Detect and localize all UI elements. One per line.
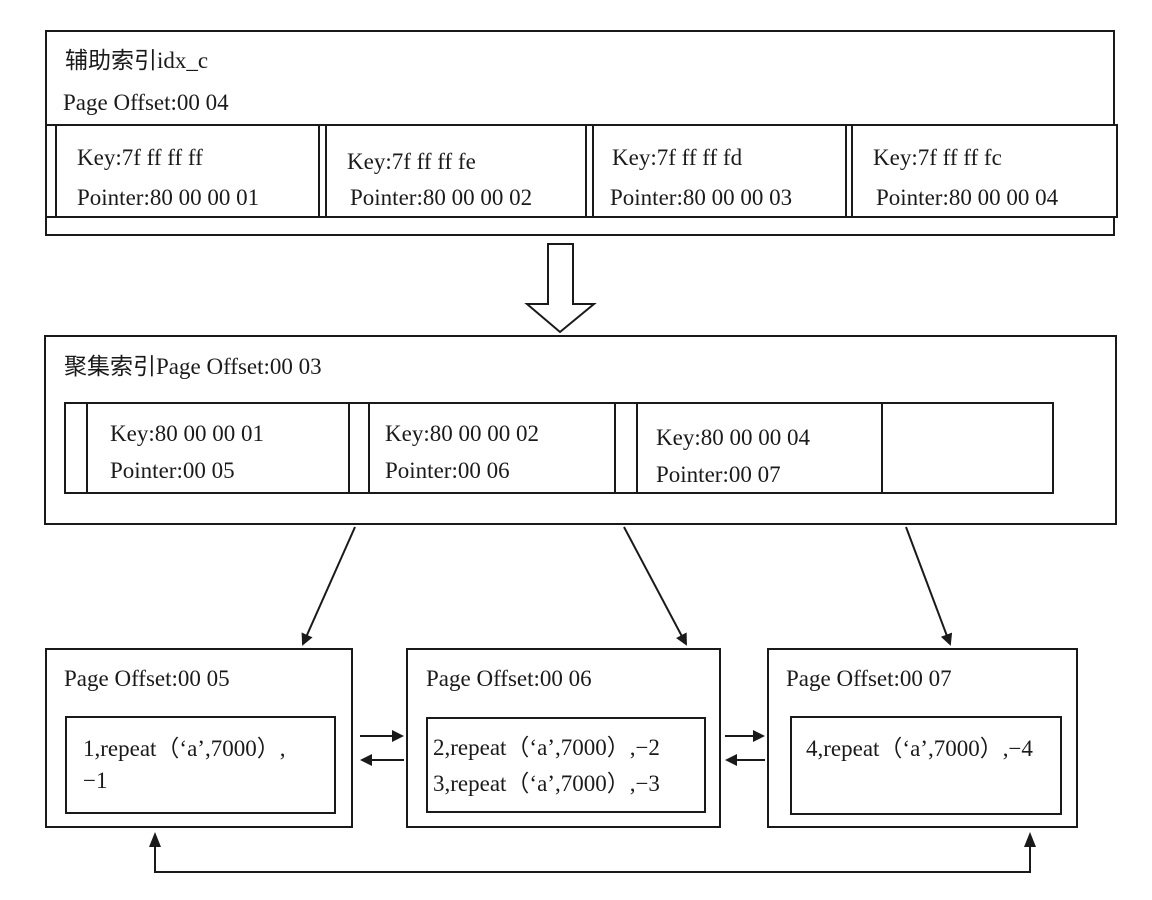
separator (614, 404, 616, 492)
separator (325, 126, 327, 216)
clustered-entry: Key:80 00 00 01 Pointer:00 05 (88, 404, 348, 492)
separator (348, 404, 350, 492)
separator (318, 126, 320, 216)
leaf-record: 2,repeat（‘a’,7000）,−2 (433, 735, 660, 760)
separator (592, 126, 594, 216)
secondary-entry: Key:7f ff ff fe Pointer:80 00 00 02 (329, 126, 583, 216)
separator (851, 126, 853, 216)
clustered-index-title: 聚集索引Page Offset:00 03 (64, 354, 322, 379)
secondary-entry: Key:7f ff ff fd Pointer:80 00 00 03 (596, 126, 843, 216)
separator (86, 404, 88, 492)
separator (55, 126, 57, 216)
leaf-page: Page Offset:00 06 2,repeat（‘a’,7000）,−2 … (406, 648, 721, 828)
leaf-record: −1 (83, 768, 108, 793)
entry-key: Key:80 00 00 02 (385, 421, 539, 446)
entry-pointer: Pointer:00 06 (385, 458, 510, 483)
entry-pointer: Pointer:00 07 (656, 462, 781, 487)
entry-key: Key:7f ff ff fe (347, 149, 476, 174)
secondary-entry: Key:7f ff ff fc Pointer:80 00 00 04 (855, 126, 1115, 216)
leaf-page: Page Offset:00 07 4,repeat（‘a’,7000）,−4 (767, 648, 1078, 828)
entry-pointer: Pointer:80 00 00 03 (610, 185, 793, 210)
secondary-index-page-offset: Page Offset:00 04 (63, 90, 229, 115)
up-arrowhead-icon (149, 832, 161, 847)
clustered-entry: Key:80 00 00 04 Pointer:00 07 (638, 404, 881, 492)
clustered-empty-slot (883, 404, 1052, 492)
entry-key: Key:80 00 00 01 (110, 421, 264, 446)
entry-key: Key:80 00 00 04 (656, 425, 810, 450)
secondary-entry: Key:7f ff ff ff Pointer:80 00 00 01 (60, 126, 316, 216)
separator (368, 404, 370, 492)
entry-key: Key:7f ff ff fd (612, 145, 743, 170)
leaf-record-box: 4,repeat（‘a’,7000）,−4 (790, 716, 1062, 815)
leaf-page-title: Page Offset:00 06 (426, 666, 592, 691)
leaf-record: 3,repeat（‘a’,7000）,−3 (433, 771, 660, 796)
entry-pointer: Pointer:80 00 00 01 (77, 185, 260, 210)
leaf-page: Page Offset:00 05 1,repeat（‘a’,7000）, −1 (45, 648, 353, 828)
entry-pointer: Pointer:80 00 00 02 (350, 185, 533, 210)
leaf-record-box: 2,repeat（‘a’,7000）,−2 3,repeat（‘a’,7000）… (426, 717, 706, 813)
wrap-around-link (154, 845, 1031, 873)
leaf-page-title: Page Offset:00 05 (64, 666, 230, 691)
secondary-entries-strip (45, 124, 1118, 218)
secondary-index-title: 辅助索引idx_c (65, 48, 209, 73)
leaf-record: 4,repeat（‘a’,7000）,−4 (806, 736, 1033, 761)
pointer-arrow (905, 526, 953, 646)
entry-key: Key:7f ff ff fc (873, 145, 1002, 170)
entry-key: Key:7f ff ff ff (77, 145, 203, 170)
pointer-arrow (301, 526, 356, 646)
pointer-arrow (623, 526, 687, 646)
separator (845, 126, 847, 216)
separator (585, 126, 587, 216)
hollow-down-arrow-icon (524, 243, 597, 334)
entry-pointer: Pointer:80 00 00 04 (876, 185, 1059, 210)
clustered-entry: Key:80 00 00 02 Pointer:00 06 (370, 404, 614, 492)
clustered-entries-strip (64, 402, 1054, 494)
separator (636, 404, 638, 492)
leaf-page-title: Page Offset:00 07 (786, 666, 952, 691)
leaf-record: 1,repeat（‘a’,7000）, (83, 736, 286, 761)
up-arrowhead-icon (1024, 832, 1036, 847)
separator (881, 404, 883, 492)
entry-pointer: Pointer:00 05 (110, 458, 235, 483)
leaf-record-box: 1,repeat（‘a’,7000）, −1 (65, 716, 336, 814)
